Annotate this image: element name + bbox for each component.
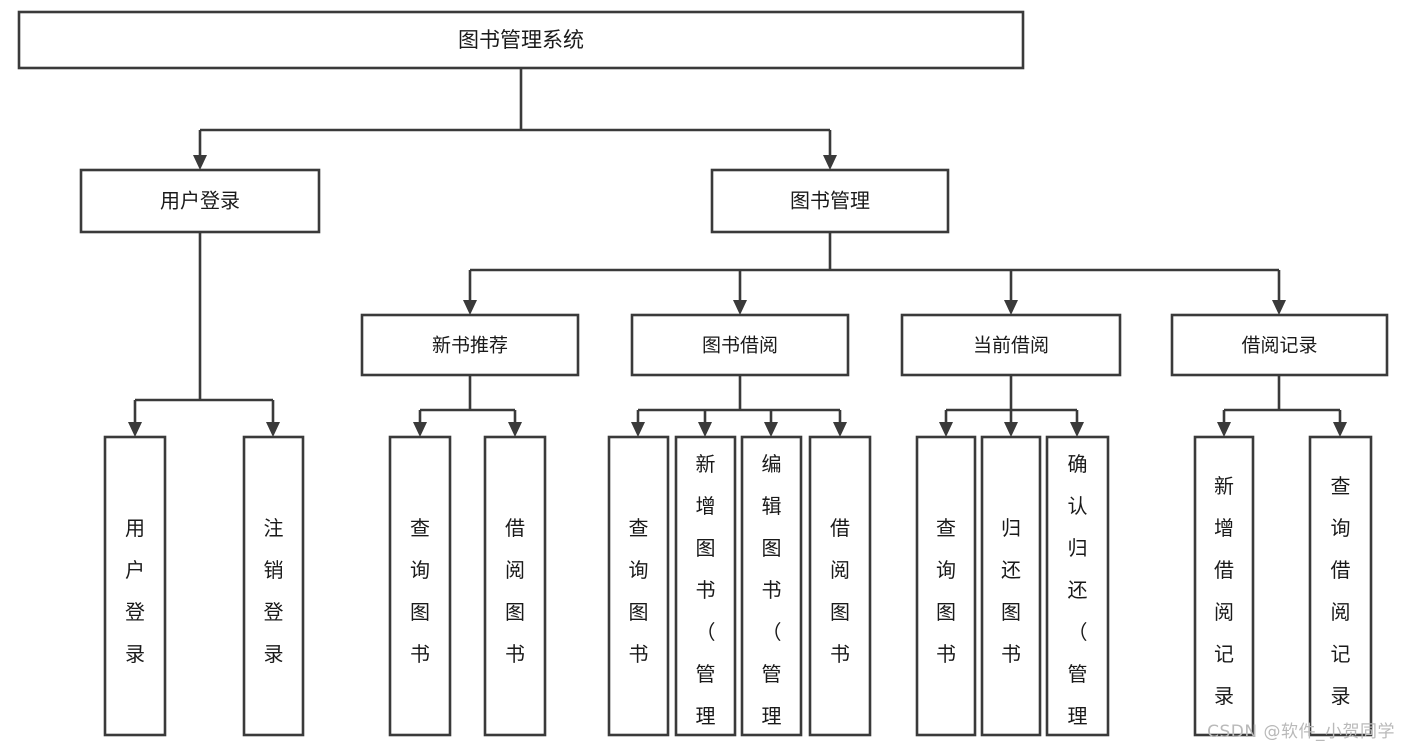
- arrow-head-icon: [413, 422, 427, 437]
- node-label: 图书管理系统: [458, 28, 584, 52]
- node-box[interactable]: [17, 10, 1025, 70]
- node-box[interactable]: [79, 168, 321, 234]
- node-book-borrow[interactable]: 图书借阅: [630, 313, 850, 377]
- leaf-leaf-query-book-3[interactable]: 查询图书: [915, 435, 977, 737]
- node-box[interactable]: [103, 435, 167, 737]
- arrow-head-icon: [1004, 300, 1018, 315]
- leaf-leaf-add-book[interactable]: 新增图书（管理员）: [674, 435, 737, 747]
- leaf-label: 确认归还（管理员）: [1068, 452, 1088, 747]
- node-box[interactable]: [1170, 313, 1389, 377]
- node-box[interactable]: [360, 313, 580, 377]
- arrow-head-icon: [266, 422, 280, 437]
- arrow-head-icon: [698, 422, 712, 437]
- node-current-borrow[interactable]: 当前借阅: [900, 313, 1122, 377]
- node-box[interactable]: [740, 435, 803, 737]
- node-label: 图书管理: [790, 189, 870, 213]
- leaf-label: 归还图书: [1001, 516, 1021, 666]
- node-box[interactable]: [710, 168, 950, 234]
- nodes-layer: 图书管理系统用户登录图书管理新书推荐图书借阅当前借阅借阅记录用户登录注销登录查询…: [17, 10, 1389, 747]
- leaf-leaf-confirm-return[interactable]: 确认归还（管理员）: [1045, 435, 1110, 747]
- arrow-head-icon: [1070, 422, 1084, 437]
- leaf-label: 借阅图书: [830, 516, 850, 666]
- leaf-label: 借阅图书: [505, 516, 525, 666]
- leaf-label: 用户登录: [125, 516, 145, 666]
- arrow-head-icon: [823, 155, 837, 170]
- arrow-head-icon: [833, 422, 847, 437]
- arrow-head-icon: [631, 422, 645, 437]
- arrow-head-icon: [508, 422, 522, 437]
- leaf-leaf-query-record[interactable]: 查询借阅记录: [1308, 435, 1373, 737]
- leaf-leaf-edit-book[interactable]: 编辑图书（管理员）: [740, 435, 803, 747]
- leaf-leaf-query-book-2[interactable]: 查询图书: [607, 435, 670, 737]
- node-box[interactable]: [388, 435, 452, 737]
- node-box[interactable]: [1045, 435, 1110, 737]
- node-box[interactable]: [607, 435, 670, 737]
- node-label: 用户登录: [160, 189, 240, 213]
- node-box[interactable]: [808, 435, 872, 737]
- arrow-head-icon: [193, 155, 207, 170]
- node-label: 新书推荐: [432, 335, 508, 357]
- leaf-leaf-add-record[interactable]: 新增借阅记录: [1193, 435, 1255, 737]
- node-box[interactable]: [1193, 435, 1255, 737]
- leaf-leaf-user-logout[interactable]: 注销登录: [242, 435, 305, 737]
- arrow-head-icon: [463, 300, 477, 315]
- arrow-head-icon: [939, 422, 953, 437]
- leaf-leaf-return-book[interactable]: 归还图书: [980, 435, 1042, 737]
- node-borrow-record[interactable]: 借阅记录: [1170, 313, 1389, 377]
- node-new-book-recommend[interactable]: 新书推荐: [360, 313, 580, 377]
- arrow-head-icon: [1333, 422, 1347, 437]
- arrow-head-icon: [1217, 422, 1231, 437]
- node-book-manage[interactable]: 图书管理: [710, 168, 950, 234]
- node-box[interactable]: [483, 435, 547, 737]
- leaf-leaf-borrow-book-1[interactable]: 借阅图书: [483, 435, 547, 737]
- node-root[interactable]: 图书管理系统: [17, 10, 1025, 70]
- leaf-label: 注销登录: [264, 516, 284, 666]
- leaf-label: 新增借阅记录: [1214, 474, 1234, 708]
- arrow-head-icon: [1004, 422, 1018, 437]
- arrow-head-icon: [128, 422, 142, 437]
- leaf-leaf-borrow-book-2[interactable]: 借阅图书: [808, 435, 872, 737]
- leaf-label: 新增图书（管理员）: [696, 452, 716, 747]
- node-label: 图书借阅: [702, 335, 778, 357]
- node-user-login[interactable]: 用户登录: [79, 168, 321, 234]
- node-box[interactable]: [242, 435, 305, 737]
- leaf-leaf-user-login[interactable]: 用户登录: [103, 435, 167, 737]
- node-box[interactable]: [980, 435, 1042, 737]
- arrow-head-icon: [764, 422, 778, 437]
- leaf-label: 查询图书: [629, 516, 649, 666]
- node-box[interactable]: [915, 435, 977, 737]
- node-box[interactable]: [900, 313, 1122, 377]
- node-label: 当前借阅: [973, 335, 1049, 357]
- node-box[interactable]: [1308, 435, 1373, 737]
- arrow-head-icon: [733, 300, 747, 315]
- node-box[interactable]: [630, 313, 850, 377]
- connectors-layer: [128, 68, 1347, 437]
- node-label: 借阅记录: [1241, 335, 1317, 357]
- leaf-leaf-query-book-1[interactable]: 查询图书: [388, 435, 452, 737]
- arrow-head-icon: [1272, 300, 1286, 315]
- leaf-label: 查询借阅记录: [1331, 474, 1351, 708]
- leaf-label: 查询图书: [936, 516, 956, 666]
- leaf-label: 查询图书: [410, 516, 430, 666]
- node-box[interactable]: [674, 435, 737, 737]
